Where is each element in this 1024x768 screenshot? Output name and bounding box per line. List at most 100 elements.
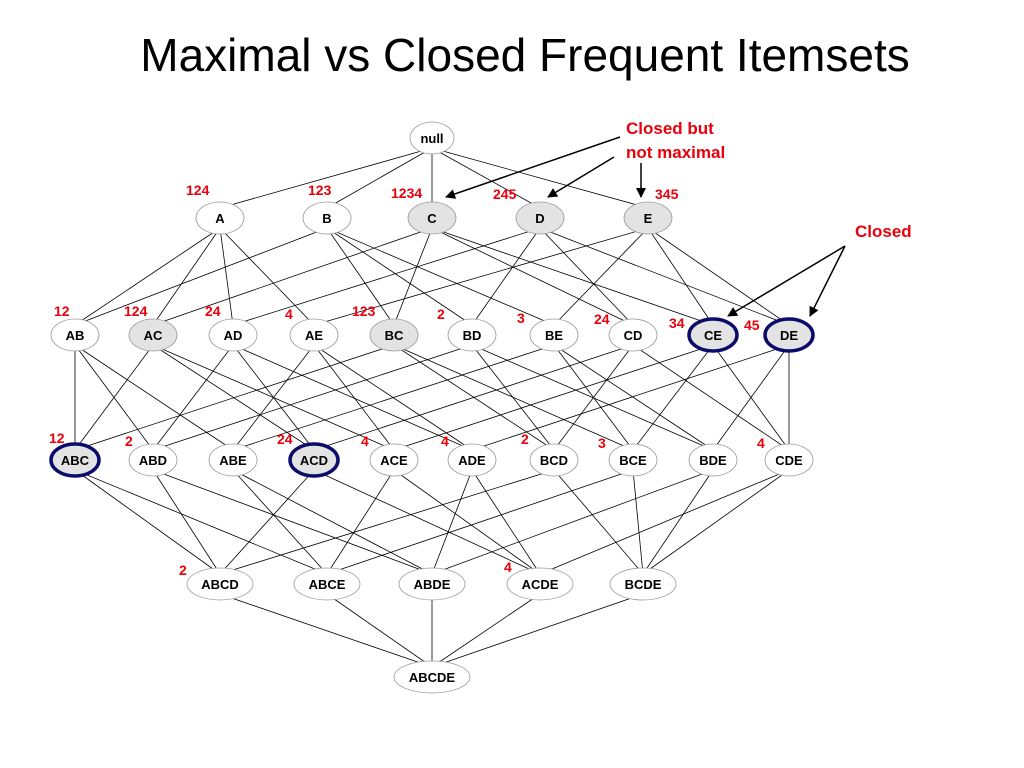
node-ellipse-de xyxy=(763,317,815,353)
node-label-ce: CE xyxy=(704,328,722,343)
node-abd: ABD xyxy=(128,443,178,477)
edge-abe-abce xyxy=(232,469,328,575)
edge-cd-acd xyxy=(313,344,634,451)
node-ellipse-cde xyxy=(764,443,814,477)
edge-ae-abe xyxy=(232,344,315,451)
node-ce: CE xyxy=(687,317,739,353)
node-bcde: BCDE xyxy=(609,567,677,601)
node-bd: BD xyxy=(447,318,497,352)
support-bcd: 2 xyxy=(521,431,529,447)
node-d: D xyxy=(515,201,565,235)
node-ellipse-bc xyxy=(369,318,419,352)
node-ellipse-bce xyxy=(608,443,658,477)
node-ellipse-abd xyxy=(128,443,178,477)
edge-bde-bcde xyxy=(642,469,714,575)
edge-null-a xyxy=(219,147,433,209)
node-null: null xyxy=(409,121,455,155)
node-ellipse-abce xyxy=(293,567,361,601)
node-ellipse-bde xyxy=(688,443,738,477)
edge-bcd-abcd xyxy=(219,469,555,575)
support-e: 345 xyxy=(655,186,679,202)
node-ace: ACE xyxy=(369,443,419,477)
node-label-e: E xyxy=(644,211,653,226)
node-ellipse-bcd xyxy=(529,443,579,477)
edge-abc-abcd xyxy=(74,469,221,575)
support-bc: 123 xyxy=(352,303,376,319)
node-ellipse-ade xyxy=(447,443,497,477)
edge-d-ad xyxy=(232,227,541,326)
edge-null-e xyxy=(431,147,649,209)
node-ellipse-ae xyxy=(289,318,339,352)
edge-ad-abd xyxy=(152,344,234,451)
edge-e-ce xyxy=(647,227,714,326)
edge-e-ae xyxy=(313,227,649,326)
edge-e-de xyxy=(647,227,790,326)
node-ellipse-abc xyxy=(49,442,101,478)
node-ellipse-d xyxy=(515,201,565,235)
node-ellipse-abcd xyxy=(186,567,254,601)
node-label-abc: ABC xyxy=(61,453,90,468)
edge-null-b xyxy=(326,147,433,209)
node-b: B xyxy=(302,201,352,235)
edge-b-ab xyxy=(74,227,328,326)
node-cde: CDE xyxy=(764,443,814,477)
edge-b-bc xyxy=(326,227,395,326)
support-be: 3 xyxy=(517,310,525,326)
edge-bce-bcde xyxy=(632,469,644,575)
edge-be-bde xyxy=(553,344,714,451)
node-abc: ABC xyxy=(49,442,101,478)
edge-de-ade xyxy=(471,344,790,451)
node-acde: ACDE xyxy=(506,567,574,601)
node-label-abde: ABDE xyxy=(414,577,451,592)
edge-bce-abce xyxy=(326,469,634,575)
edge-d-bd xyxy=(471,227,541,326)
annotation-group: Closed but not maximal Closed xyxy=(445,119,912,317)
node-ellipse-ace xyxy=(369,443,419,477)
node-label-acd: ACD xyxy=(300,453,328,468)
edge-a-ab xyxy=(74,227,221,326)
node-ellipse-ab xyxy=(50,318,100,352)
node-abcde: ABCDE xyxy=(393,660,471,694)
edge-ce-bce xyxy=(632,344,714,451)
edge-abcd-abcde xyxy=(219,593,433,668)
node-label-ace: ACE xyxy=(380,453,408,468)
node-label-ab: AB xyxy=(66,328,85,343)
edge-cd-cde xyxy=(632,344,790,451)
edge-acd-acde xyxy=(313,469,541,575)
node-label-bce: BCE xyxy=(619,453,647,468)
edge-de-bde xyxy=(712,344,790,451)
node-ellipse-ad xyxy=(208,318,258,352)
edge-be-abe xyxy=(232,344,555,451)
edge-cd-bcd xyxy=(553,344,634,451)
node-label-null: null xyxy=(420,131,443,146)
edge-b-bd xyxy=(326,227,473,326)
node-ellipse-ce xyxy=(687,317,739,353)
node-ellipse-be xyxy=(529,318,579,352)
node-ellipse-a xyxy=(195,201,245,235)
lattice-edges xyxy=(74,147,790,668)
edge-d-de xyxy=(539,227,790,326)
node-label-be: BE xyxy=(545,328,563,343)
edge-bd-bde xyxy=(471,344,714,451)
edge-ade-abde xyxy=(431,469,473,575)
node-c: C xyxy=(407,201,457,235)
node-ellipse-abde xyxy=(398,567,466,601)
edge-ce-ace xyxy=(393,344,714,451)
support-acd: 24 xyxy=(277,431,293,447)
edge-bc-abc xyxy=(74,344,395,451)
support-b: 123 xyxy=(308,182,332,198)
node-label-de: DE xyxy=(780,328,798,343)
edge-c-ac xyxy=(152,227,433,326)
edge-ace-abce xyxy=(326,469,395,575)
edge-ab-abe xyxy=(74,344,234,451)
edge-bcd-bcde xyxy=(553,469,644,575)
edge-d-cd xyxy=(539,227,634,326)
edge-e-be xyxy=(553,227,649,326)
support-de: 45 xyxy=(744,317,760,333)
node-label-d: D xyxy=(535,211,544,226)
node-abde: ABDE xyxy=(398,567,466,601)
edge-cde-acde xyxy=(539,469,790,575)
